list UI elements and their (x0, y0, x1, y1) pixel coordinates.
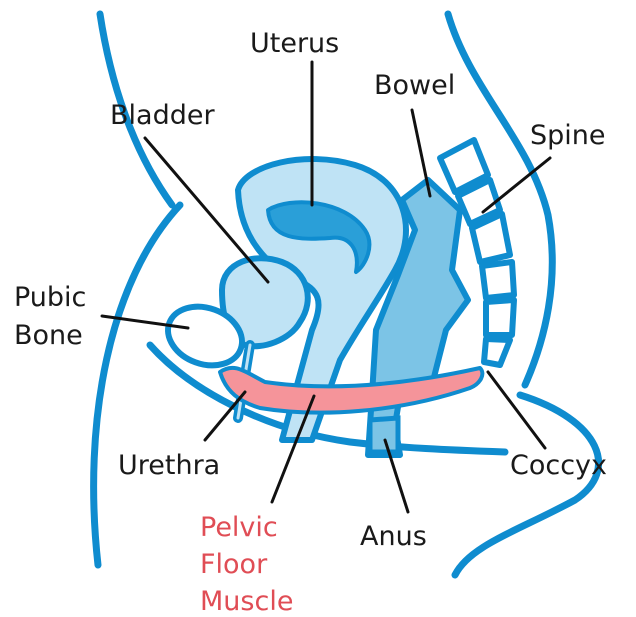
bowel-label: Bowel (374, 70, 455, 101)
pubic-bone-label-line2: Bone (14, 320, 83, 351)
front-thigh-outline (94, 205, 180, 565)
bladder-label: Bladder (110, 100, 215, 131)
pubic-bone-label-line1: Pubic (14, 282, 86, 313)
anus-label: Anus (360, 521, 427, 552)
uterus-label: Uterus (250, 28, 339, 59)
pelvic-floor-label-line1: Pelvic (200, 512, 278, 543)
pelvic-floor-label-line2: Floor (200, 549, 268, 580)
spine-label: Spine (530, 120, 606, 151)
coccyx-leader (488, 372, 545, 448)
pelvic-floor-muscle-shape (220, 368, 482, 413)
coccyx-label: Coccyx (510, 450, 607, 481)
pelvic-floor-label-line3: Muscle (200, 586, 293, 617)
anus-shape (370, 418, 398, 452)
urethra-label: Urethra (118, 450, 220, 481)
pelvic-floor-label: Pelvic Floor Muscle (200, 512, 293, 617)
